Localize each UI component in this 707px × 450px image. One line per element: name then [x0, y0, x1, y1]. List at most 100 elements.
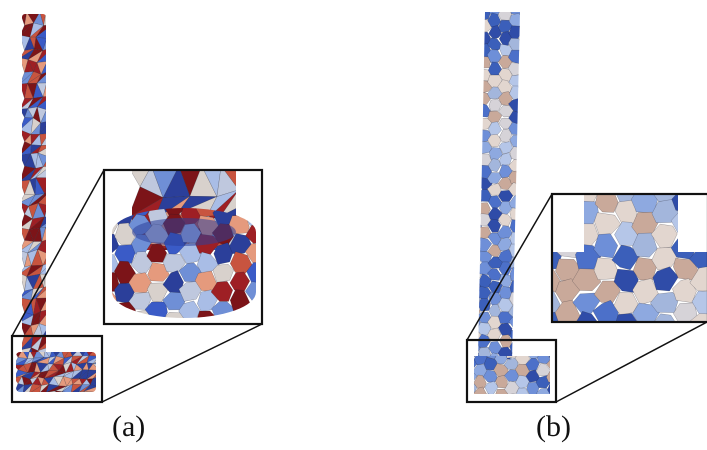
mesh-cell — [478, 12, 483, 15]
mesh-cell — [574, 156, 598, 181]
zoom-leader-line — [101, 323, 263, 403]
mesh-cell — [57, 261, 70, 274]
mesh-cell — [653, 313, 679, 322]
mesh-cell — [262, 166, 284, 195]
mesh-cell — [546, 359, 550, 369]
mesh-cell — [57, 170, 70, 183]
mesh-cell — [57, 262, 70, 276]
mesh-cell — [35, 177, 46, 195]
mesh-cell — [263, 310, 284, 332]
mesh-cell — [456, 57, 469, 69]
mesh-cell — [45, 274, 46, 286]
mesh-cell — [457, 202, 470, 215]
mesh-cell — [514, 210, 542, 236]
mesh-cell — [42, 253, 46, 266]
mesh-cell — [54, 299, 65, 312]
mesh-cell — [51, 274, 59, 289]
mesh-cell — [453, 352, 465, 364]
mesh-cell — [515, 280, 542, 303]
panel-b-figure — [453, 0, 707, 404]
mesh-cell — [47, 390, 58, 392]
mesh-cell — [458, 250, 471, 262]
mesh-cell — [613, 292, 639, 316]
mesh-cell — [37, 202, 46, 218]
mesh-cell — [457, 140, 470, 154]
mesh-cell — [478, 293, 481, 306]
mesh-cell — [474, 374, 487, 390]
mesh-cell — [22, 347, 32, 354]
mesh-cell — [457, 20, 470, 33]
mesh-cell — [52, 85, 62, 99]
mesh-cell — [672, 167, 698, 191]
mesh-cell — [547, 383, 550, 394]
mesh-cell — [478, 12, 491, 21]
mesh-cell — [520, 214, 532, 227]
mesh-cell — [55, 120, 70, 129]
mesh-cell — [220, 193, 236, 217]
zoom-leader-line — [11, 169, 105, 337]
mesh-cell — [59, 253, 70, 262]
mesh-cell — [51, 129, 59, 146]
mesh-cell — [691, 290, 707, 317]
mesh-cell — [519, 189, 520, 202]
mesh-cell — [488, 195, 503, 209]
caption-b: (b) — [536, 410, 571, 443]
mesh-cell — [457, 93, 471, 104]
mesh-cell — [634, 324, 658, 346]
mesh-cell — [49, 311, 59, 326]
mesh-cell — [99, 365, 108, 372]
mesh-cell — [488, 25, 502, 39]
mesh-cell — [59, 110, 70, 121]
mesh-cell — [488, 98, 503, 112]
mesh-cell — [457, 298, 471, 310]
mesh-cell — [519, 249, 520, 264]
mesh-cell — [518, 128, 520, 143]
mesh-cell — [456, 226, 471, 240]
mesh-cell — [516, 235, 543, 259]
mesh-cell — [57, 34, 65, 50]
mesh-cell — [670, 323, 699, 349]
mesh-cell — [478, 37, 481, 51]
mesh-cell — [456, 287, 470, 299]
mesh-cell — [614, 313, 639, 322]
mesh-cell — [43, 273, 46, 288]
mesh-cell — [47, 25, 61, 38]
mesh-cell — [478, 352, 482, 360]
mesh-cell — [517, 166, 541, 189]
mesh-cell — [478, 24, 482, 40]
zoom-inset-box-b — [550, 192, 707, 324]
mesh-cell — [45, 216, 46, 230]
mesh-cell — [487, 0, 502, 3]
mesh-cell — [516, 188, 541, 214]
mesh-cell — [478, 74, 481, 87]
mesh-cell — [506, 356, 517, 359]
mesh-cell — [519, 79, 520, 95]
mesh-cell — [56, 75, 69, 85]
mesh-cell — [613, 155, 637, 178]
mesh-cell — [53, 34, 59, 50]
mesh-cell — [453, 388, 467, 401]
mesh-cell — [519, 274, 520, 289]
mesh-cell — [478, 254, 481, 269]
zoom-leader-line — [555, 321, 707, 403]
mesh-cell — [456, 263, 471, 275]
zoom-source-box-a — [10, 334, 104, 404]
mesh-cell — [54, 214, 69, 229]
mesh-cell — [178, 300, 201, 318]
mesh-cell — [263, 253, 283, 274]
mesh-cell — [478, 146, 482, 161]
mesh-cell — [223, 170, 236, 187]
pillar-a-mesh — [22, 14, 70, 354]
mesh-cell — [61, 82, 69, 98]
mesh-cell — [197, 289, 218, 312]
mesh-cell — [509, 231, 520, 246]
mesh-cell — [112, 233, 120, 254]
mesh-cell — [474, 358, 478, 369]
mesh-cell — [58, 106, 65, 120]
mesh-cell — [47, 73, 60, 85]
mesh-cell — [18, 394, 28, 400]
mesh-cell — [478, 158, 482, 173]
mesh-cell — [456, 43, 471, 58]
mesh-cell — [509, 219, 520, 234]
mesh-cell — [103, 355, 114, 364]
